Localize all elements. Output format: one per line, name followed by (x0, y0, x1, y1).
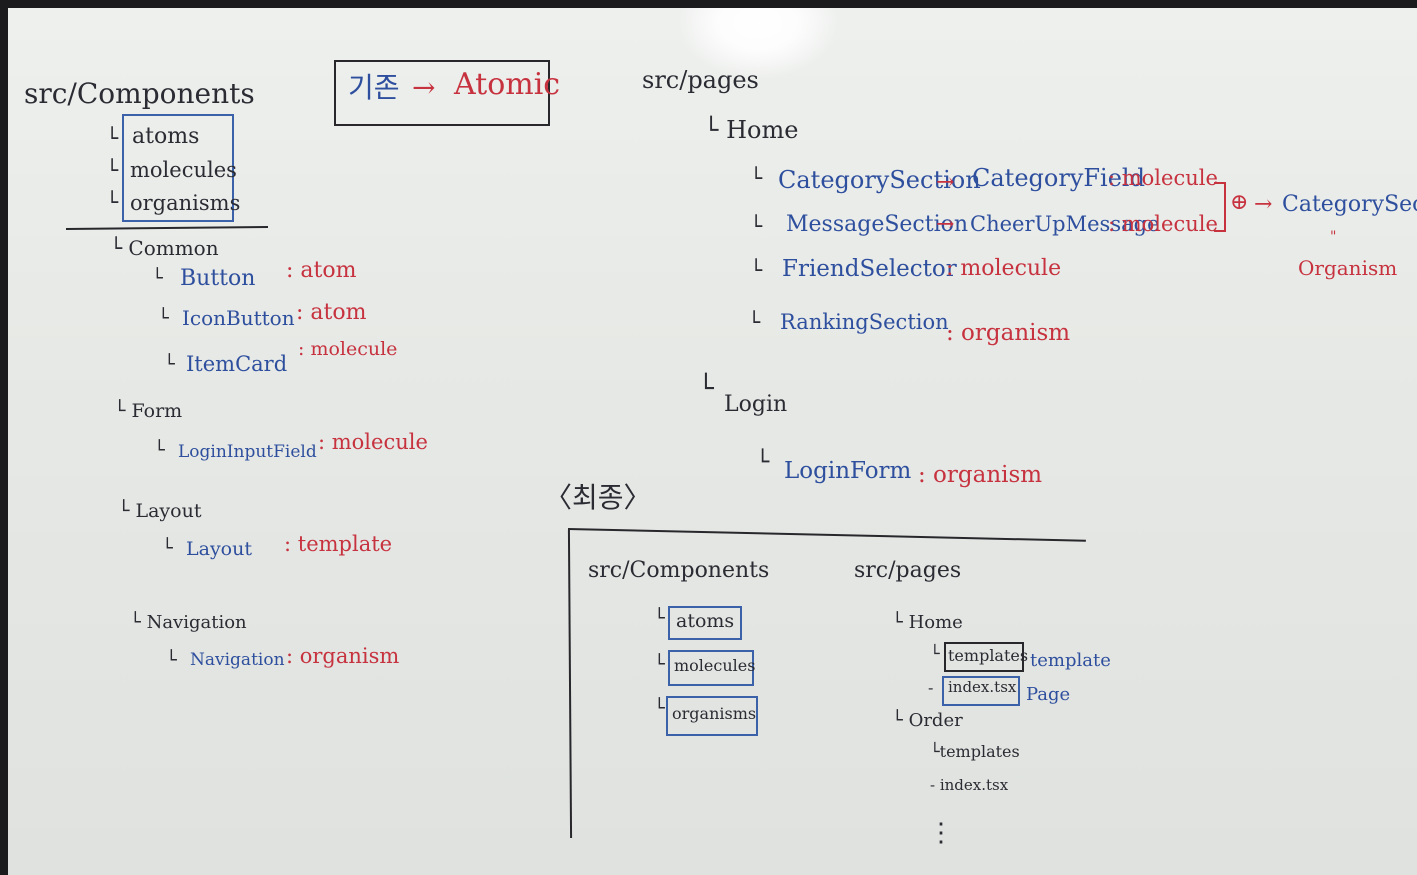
tree-corner: └ (654, 698, 665, 719)
final-dir-organisms: organisms (672, 704, 757, 723)
tree-corner: └ (152, 268, 163, 289)
type-organism: : organism (918, 462, 1043, 488)
group-form: └ Form (114, 400, 183, 422)
group-common: └ Common (110, 236, 219, 260)
dir-atoms: atoms (132, 124, 200, 149)
type-organism: : organism (286, 644, 400, 668)
component-itemcard: ItemCard (186, 352, 288, 376)
tree-corner: └ (750, 166, 763, 190)
type-organism: : organism (946, 320, 1071, 346)
section-loginform: LoginForm (784, 458, 912, 484)
type-molecule: : molecule (946, 256, 1062, 281)
target-cheerupmessage: CheerUpMessage (970, 212, 1160, 236)
final-pages-root: src/pages (854, 558, 962, 583)
final-dir-molecules: molecules (674, 656, 756, 675)
tree-corner: └ (162, 538, 173, 559)
tree-corner: └ (158, 308, 169, 329)
section-categorysection: CategorySection (778, 166, 981, 194)
section-rankingsection: RankingSection (780, 310, 949, 334)
final-home-templates-note: template (1030, 650, 1111, 671)
type-molecule: : molecule (318, 430, 428, 454)
final-home-index-note: Page (1026, 684, 1071, 705)
tree-corner: └ (106, 126, 119, 150)
component-button: Button (180, 266, 256, 291)
arrow: → (1254, 192, 1273, 217)
final-home-templates: templates (948, 646, 1029, 665)
left-root-label: src/Components (24, 77, 255, 110)
atomic-dirs-box (122, 114, 234, 222)
type-molecule: : molecule (1108, 212, 1218, 236)
page-login: Login (724, 392, 788, 417)
section-messagesection: MessageSection (786, 212, 969, 237)
final-frame-left (567, 529, 573, 839)
final-dir-atoms: atoms (676, 610, 735, 632)
type-template: : template (284, 532, 393, 556)
component-layout: Layout (186, 538, 252, 560)
merge-bracket (1214, 230, 1226, 232)
dash: - (928, 678, 934, 697)
final-components-root: src/Components (588, 558, 770, 583)
divider-line (65, 225, 269, 231)
final-box-index (942, 676, 1020, 706)
component-logininputfield: LoginInputField (178, 442, 317, 462)
tree-corner: └ (106, 158, 119, 182)
merge-bracket (1224, 182, 1226, 232)
group-layout: └ Layout (118, 500, 202, 522)
arrow: → (936, 170, 955, 195)
target-categoryfield: CategoryField (972, 164, 1145, 192)
final-order-index: - index.tsx (930, 776, 1009, 794)
right-root-label: src/pages (642, 66, 759, 94)
final-frame-top (567, 528, 1086, 542)
final-title: 〈최종〉 (544, 481, 652, 514)
merge-type-organism: Organism (1298, 256, 1398, 280)
tree-corner: └ (698, 374, 714, 404)
final-page-order: └ Order (892, 710, 963, 731)
whiteboard: src/Components └ └ └ atoms molecules org… (8, 8, 1417, 875)
ellipsis-vertical-icon: ⋮ (928, 818, 954, 848)
tree-corner: └ (164, 354, 175, 375)
merge-target-categorysection: CategorySection (1282, 192, 1417, 217)
final-home-index: index.tsx (948, 678, 1017, 696)
title-after: Atomic (454, 67, 561, 102)
group-navigation: └ Navigation (130, 612, 247, 633)
tree-corner: └ (756, 450, 770, 475)
page-home: └ Home (704, 116, 799, 144)
final-order-templates: └templates (930, 742, 1020, 761)
final-box-organisms (666, 696, 758, 736)
tree-corner: └ (654, 608, 665, 629)
tree-corner: └ (166, 650, 177, 671)
type-molecule: : molecule (298, 338, 398, 360)
title-before: 기존 (348, 71, 400, 104)
title-arrow: → (412, 71, 436, 104)
component-iconbutton: IconButton (182, 306, 295, 330)
tree-corner: └ (748, 310, 761, 334)
tree-corner: └ (654, 654, 665, 675)
component-navigation: Navigation (190, 650, 285, 670)
tree-corner: └ (106, 190, 119, 214)
tree-corner: └ (750, 258, 763, 282)
plus-icon: ⊕ (1230, 190, 1249, 215)
final-page-home: └ Home (892, 612, 963, 633)
dir-organisms: organisms (130, 191, 241, 215)
ditto-mark: " (1330, 229, 1337, 245)
type-molecule: : molecule (1108, 166, 1218, 190)
title-box (334, 60, 550, 126)
tree-corner: └ (930, 644, 940, 663)
tree-corner: └ (154, 440, 165, 461)
arrow: → (936, 212, 955, 237)
merge-bracket (1214, 182, 1226, 184)
tree-corner: └ (750, 214, 763, 238)
final-box-atoms (668, 606, 742, 640)
final-box-templates (944, 642, 1024, 672)
final-box-molecules (668, 650, 754, 686)
dir-molecules: molecules (130, 158, 237, 182)
type-atom: : atom (286, 258, 357, 283)
type-atom: : atom (296, 300, 367, 325)
section-friendselector: FriendSelector (782, 256, 957, 282)
